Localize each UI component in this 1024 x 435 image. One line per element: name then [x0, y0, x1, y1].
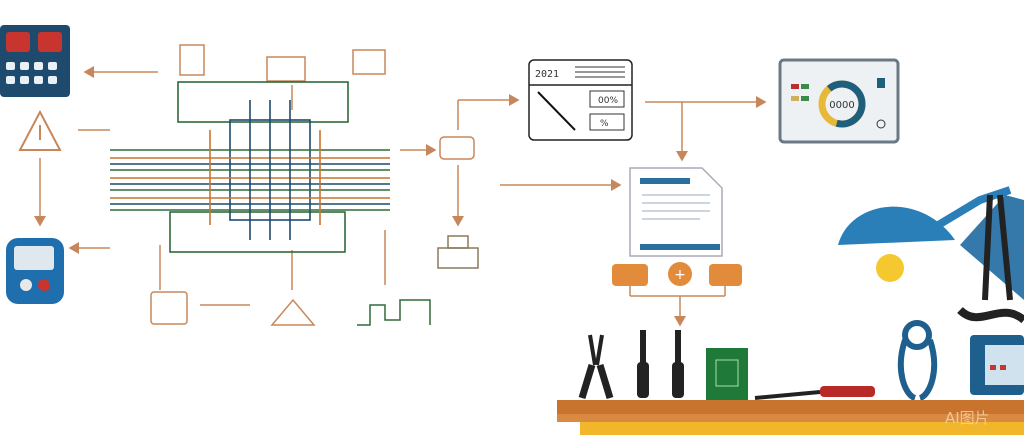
svg-text:+: +	[674, 267, 686, 283]
laptop-icon	[970, 335, 1024, 395]
dashboard-monitor: 0000	[778, 58, 900, 144]
display-icon	[352, 49, 386, 75]
monitor-icon	[266, 56, 306, 82]
handheld-meter-icon	[6, 238, 64, 304]
add-node-icon	[668, 262, 692, 286]
storage-node-right	[709, 264, 742, 286]
report-percent: 00%	[598, 96, 618, 106]
watermark: AI图片	[945, 409, 990, 427]
report-year: 2021	[535, 69, 559, 80]
pcb-board	[706, 348, 748, 400]
desk-tools	[578, 320, 938, 401]
workbench	[557, 400, 1024, 435]
report-small: %	[600, 119, 609, 129]
circuit-board-diagram	[110, 81, 390, 253]
document-icon	[629, 167, 723, 257]
flow-arrows	[34, 66, 767, 327]
gauge-value: 0000	[829, 100, 854, 111]
storage-node-left	[612, 264, 648, 286]
signal-icon	[357, 299, 431, 326]
control-panel-icon	[0, 25, 70, 97]
desk-lamp	[838, 186, 1024, 300]
meter-icon	[150, 291, 188, 325]
pliers-icon	[957, 194, 1024, 324]
card-reader-icon	[439, 136, 475, 160]
printer-icon	[437, 235, 479, 269]
warning-triangle-icon	[18, 109, 62, 151]
antenna-icon	[270, 298, 316, 326]
chip-icon	[179, 44, 205, 76]
report-panel: 2021 00% %	[528, 59, 633, 141]
